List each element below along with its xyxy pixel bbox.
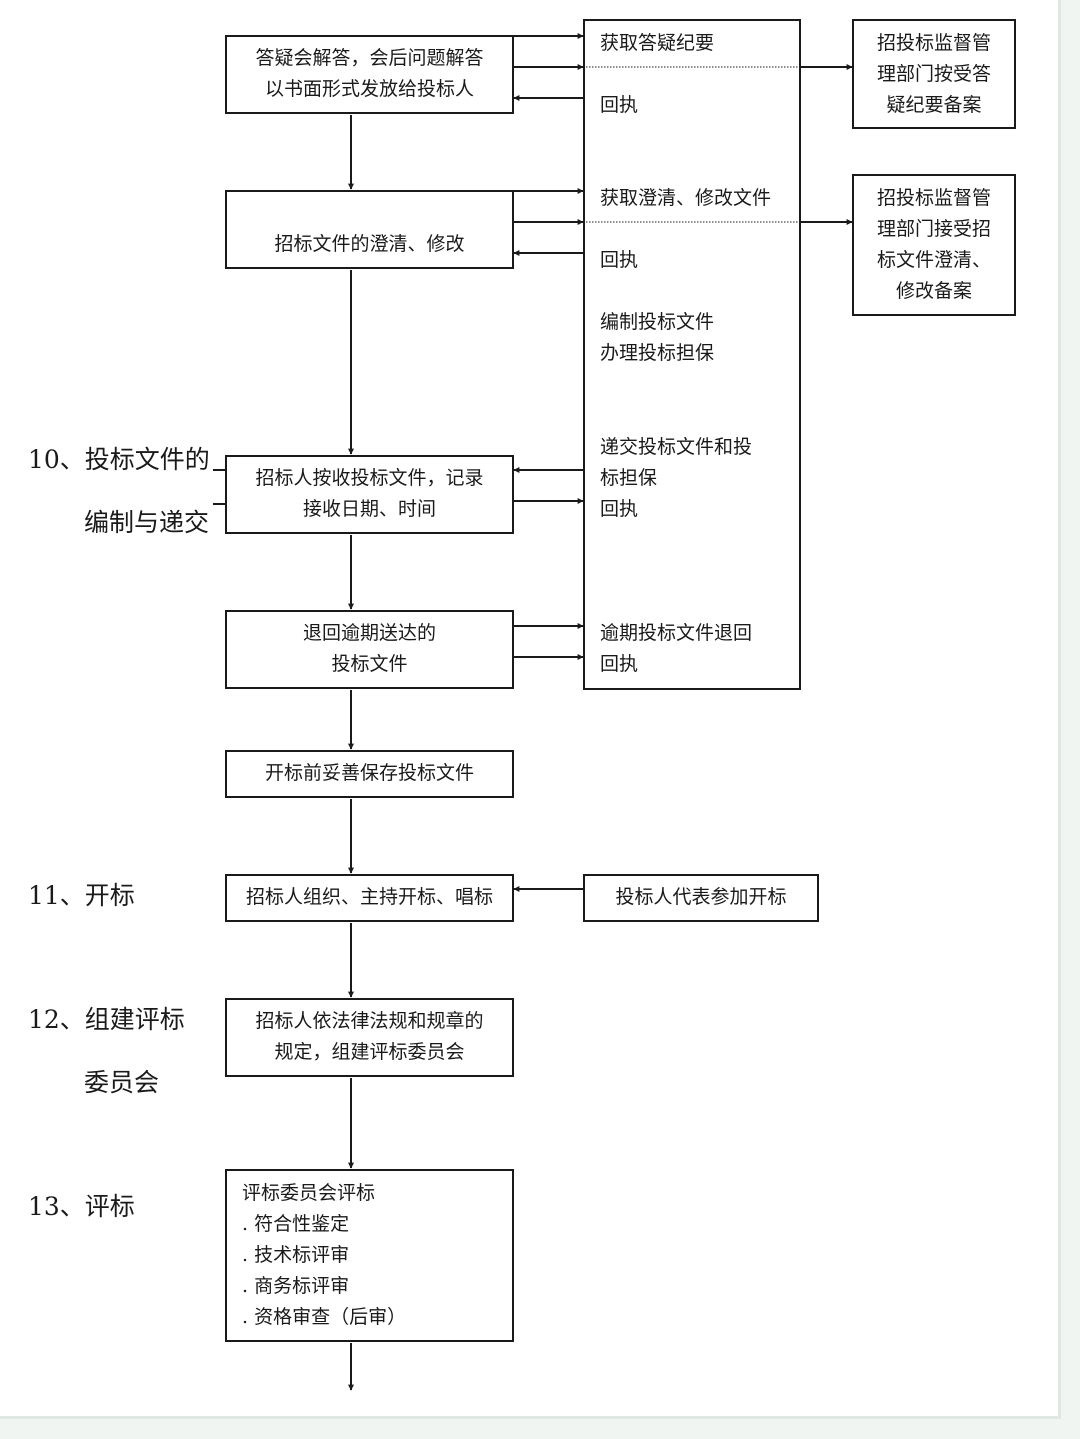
bidder-receipt-2: 回执 (600, 249, 639, 271)
eval-title: 评标委员会评标 (242, 1182, 376, 1204)
agency-clarify-line3: 标文件澄清、 (876, 249, 991, 271)
store-bids-box (225, 750, 514, 798)
bidder-submit-line2: 标担保 (600, 467, 658, 489)
bidder-column-box (583, 19, 801, 690)
store-text: 开标前妥善保存投标文件 (264, 762, 474, 784)
bidder-rep-text: 投标人代表参加开标 (615, 886, 787, 908)
agency-qa-line1: 招投标监督管 (876, 32, 991, 54)
bidder-prepare-line1: 编制投标文件 (600, 311, 715, 333)
clarify-box (225, 190, 514, 269)
agency-qa-record-box (852, 19, 1016, 129)
agency-qa-line2: 理部门按受答 (876, 63, 991, 85)
return-text-line2: 投标文件 (331, 653, 408, 675)
return-text-line1: 退回逾期送达的 (302, 622, 436, 644)
qa-text-line2: 以书面形式发放给投标人 (264, 78, 474, 100)
stage-11-label: 11、开标 (28, 881, 135, 910)
stage-12-label-line2: 委员会 (84, 1068, 160, 1097)
bidder-rep-box (583, 874, 819, 922)
bidder-receipt-4: 回执 (600, 653, 639, 675)
bidder-prepare-line2: 办理投标担保 (600, 342, 715, 364)
eval-item: . 技术标评审 (242, 1244, 350, 1266)
stage-10-label-line2: 编制与递交 (84, 508, 210, 537)
qa-box (225, 35, 514, 114)
eval-item: . 符合性鉴定 (242, 1213, 350, 1235)
stage-12-label-line1: 12、组建评标 (28, 1005, 185, 1034)
eval-item: . 资格审查（后审） (242, 1306, 407, 1328)
committee-box (225, 998, 514, 1077)
bidder-late-return: 逾期投标文件退回 (600, 622, 753, 644)
evaluation-box (225, 1169, 514, 1342)
qa-text-line1: 答疑会解答，会后问题解答 (255, 47, 484, 69)
bidder-receipt-3: 回执 (600, 498, 639, 520)
eval-item: . 商务标评审 (242, 1275, 350, 1297)
bidder-receipt-1: 回执 (600, 94, 639, 116)
agency-clarify-line2: 理部门接受招 (876, 218, 991, 240)
bidder-get-clarify: 获取澄清、修改文件 (600, 187, 772, 209)
receive-bids-box (225, 455, 514, 534)
agency-clarify-record-box (852, 174, 1016, 316)
return-late-bids-box (225, 610, 514, 689)
stage-13-label: 13、评标 (28, 1192, 135, 1221)
bidder-submit-line1: 递交投标文件和投 (600, 436, 753, 458)
committee-text-line2: 规定，组建评标委员会 (274, 1041, 465, 1063)
agency-qa-line3: 疑纪要备案 (886, 94, 982, 116)
agency-clarify-line4: 修改备案 (895, 280, 972, 302)
receive-text-line2: 接收日期、时间 (302, 498, 436, 520)
agency-clarify-line1: 招投标监督管 (876, 187, 991, 209)
bidder-get-qa: 获取答疑纪要 (600, 32, 715, 54)
committee-text-line1: 招标人依法律法规和规章的 (255, 1010, 484, 1032)
stage-10-label-line1: 10、投标文件的 (28, 445, 210, 474)
clarify-text: 招标文件的澄清、修改 (274, 233, 465, 255)
bid-opening-box (225, 874, 514, 922)
opening-text: 招标人组织、主持开标、唱标 (245, 886, 493, 908)
receive-text-line1: 招标人按收投标文件，记录 (255, 467, 484, 489)
